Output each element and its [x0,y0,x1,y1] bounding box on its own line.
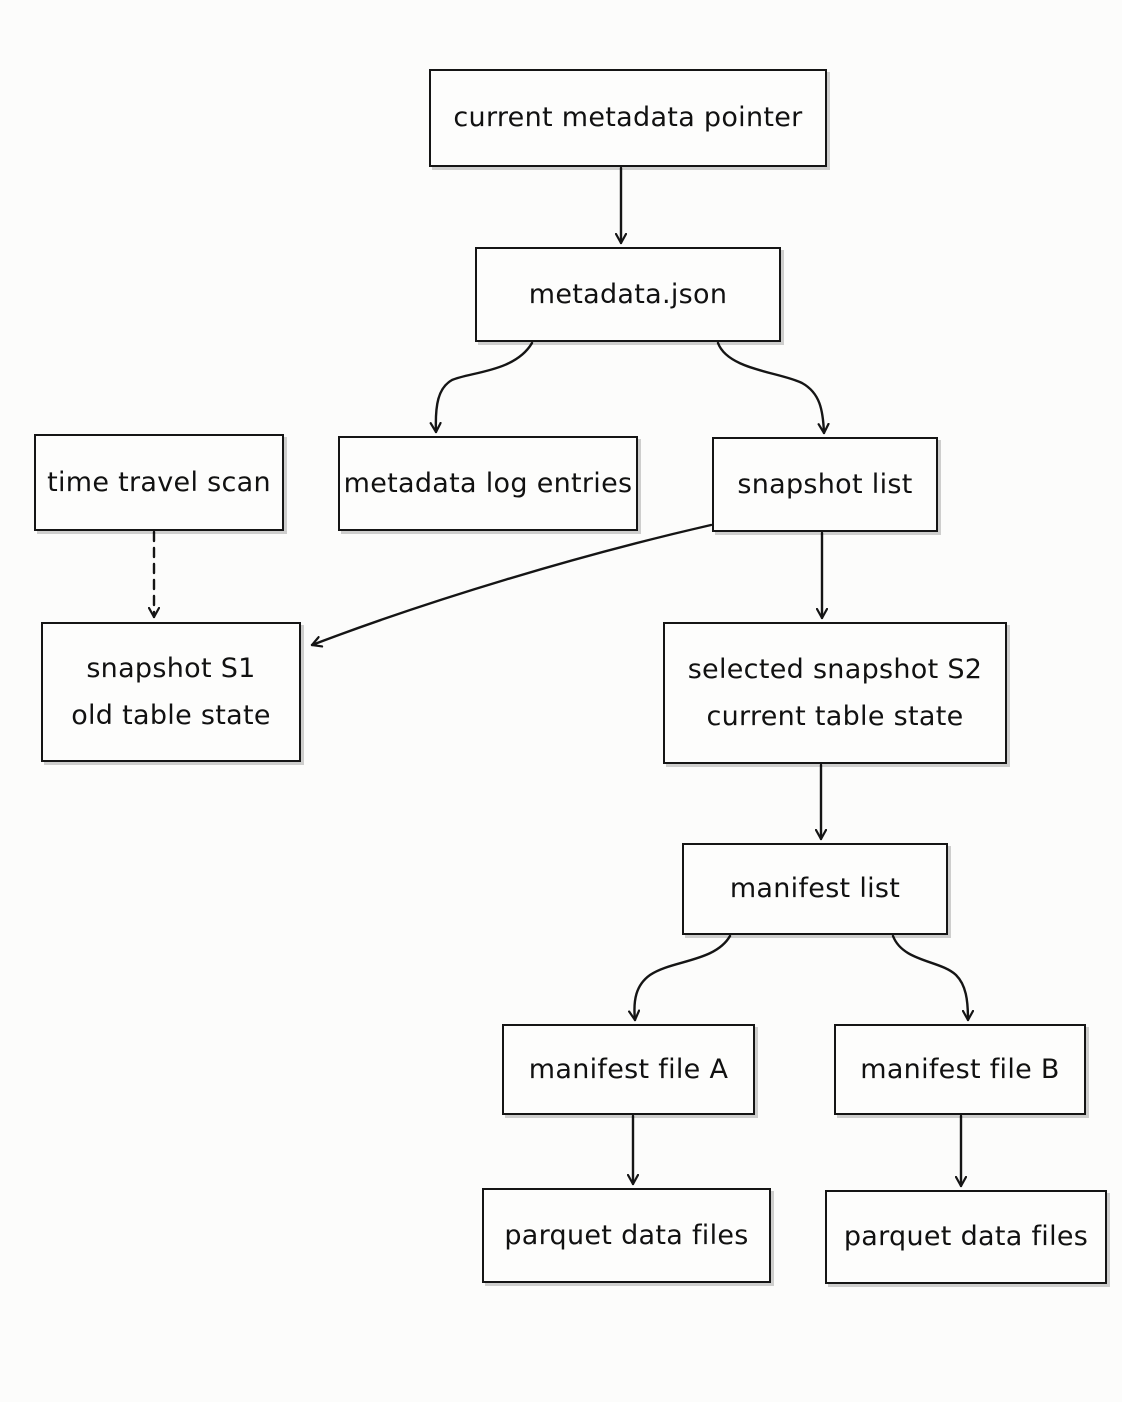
node-label: parquet data files [843,1221,1089,1253]
node-label-line-1: snapshot S1 [86,652,256,684]
node-current-metadata-pointer: current metadata pointer [429,69,827,167]
node-label: manifest file B [860,1053,1060,1085]
node-label-line-2: current table state [706,701,964,732]
node-selected-snapshot-s2: selected snapshot S2 current table state [663,622,1007,764]
node-label: manifest file A [528,1053,729,1085]
node-label: metadata.json [528,278,728,310]
node-manifest-file-a: manifest file A [502,1024,755,1115]
edge-metajson-to-snaplist [716,341,824,435]
node-label: metadata log entries [343,467,633,499]
node-label-line-1: selected snapshot S2 [687,653,983,685]
node-snapshot-s1: snapshot S1 old table state [41,622,301,762]
edge-manlist-to-mfb [891,934,968,1022]
node-parquet-data-files-b: parquet data files [825,1190,1107,1284]
node-metadata-log-entries: metadata log entries [338,436,638,531]
node-label: parquet data files [504,1219,749,1251]
node-metadata-json: metadata.json [475,247,781,342]
edge-snaplist-to-s1 [310,523,713,645]
node-manifest-file-b: manifest file B [834,1024,1086,1115]
node-label: current metadata pointer [453,102,803,134]
edge-metajson-to-metalog [436,341,534,434]
node-label-line-2: old table state [71,700,271,731]
node-label: manifest list [729,873,901,905]
node-parquet-data-files-a: parquet data files [482,1188,771,1283]
node-label: time travel scan [47,466,271,498]
node-snapshot-list: snapshot list [712,437,938,532]
edge-manlist-to-mfa [634,934,732,1022]
node-manifest-list: manifest list [682,843,948,935]
node-time-travel-scan: time travel scan [34,434,284,531]
node-label: snapshot list [737,468,913,500]
